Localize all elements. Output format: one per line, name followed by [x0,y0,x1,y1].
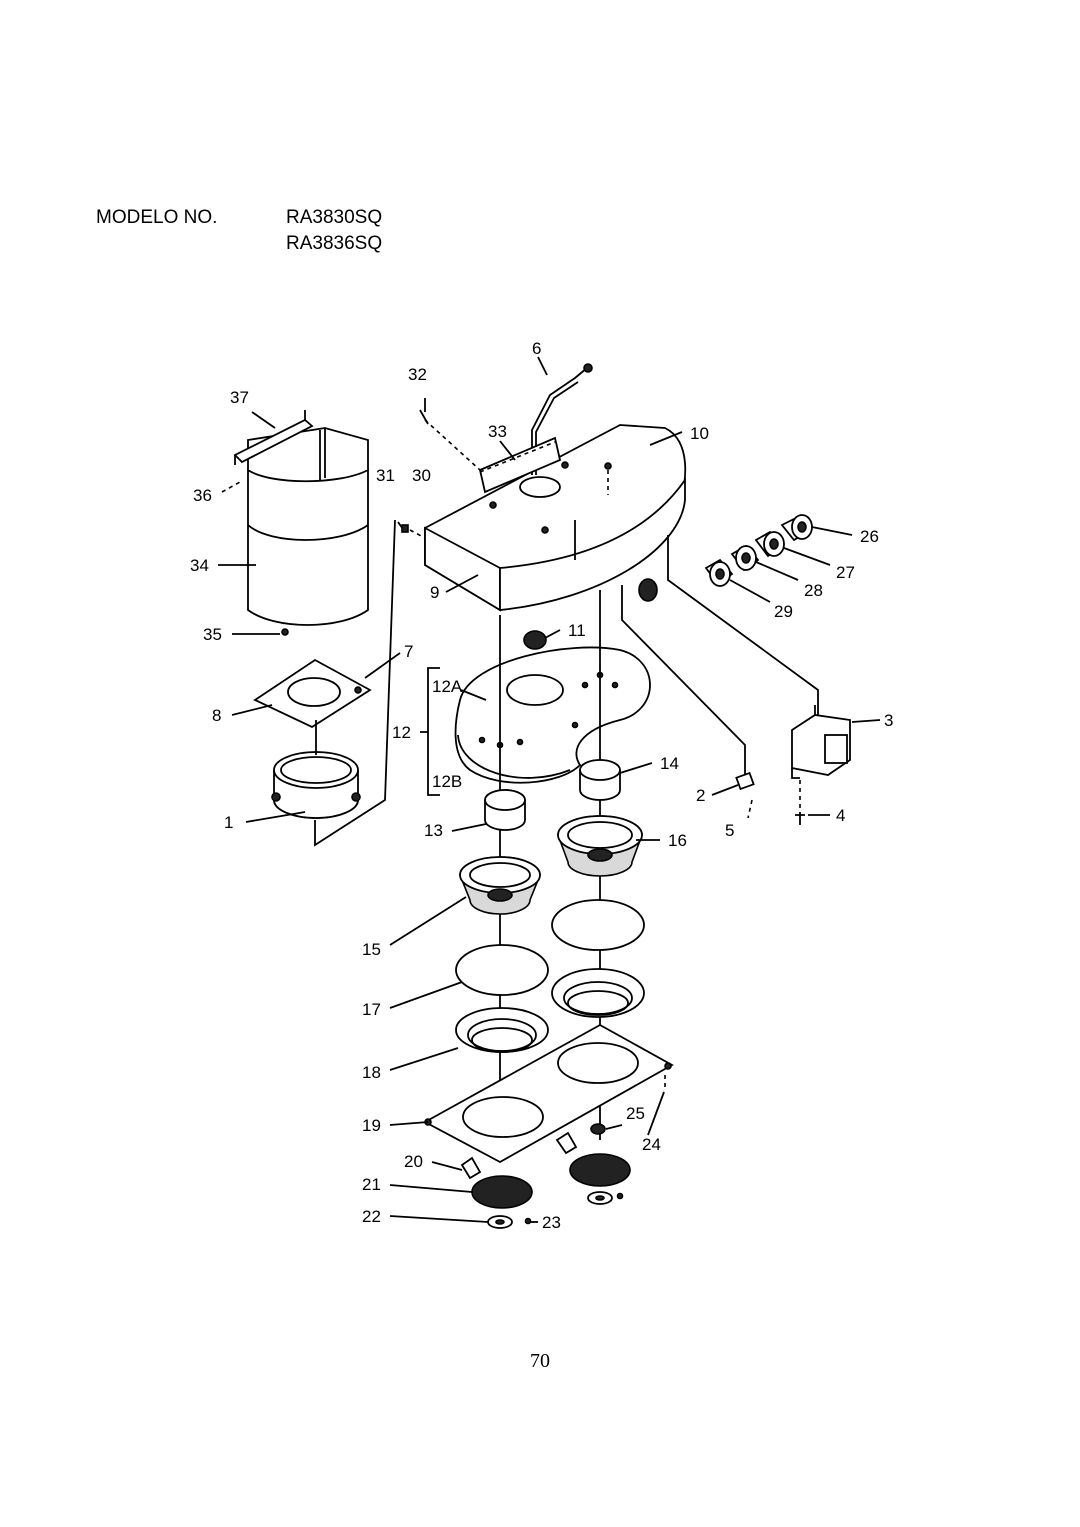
screw-23 [524,1217,532,1225]
ring-right [551,899,645,951]
label-15: 15 [362,940,381,959]
light-covers [704,514,813,587]
wire-to-3 [667,535,819,715]
label-26: 26 [860,527,879,546]
chimney-bracket [233,410,314,465]
label-7: 7 [404,642,413,661]
label-35: 35 [203,625,222,644]
chimney-cover [247,427,369,626]
wire-to-2 [621,585,746,775]
screw-36 [221,481,241,493]
label-20: 20 [404,1152,423,1171]
label-33: 33 [488,422,507,441]
label-30: 30 [412,466,431,485]
label-31: 31 [376,466,395,485]
light-socket-right [555,1131,578,1155]
blower-wheel-15 [459,856,541,915]
transformer [791,705,851,779]
blower-housing [454,646,651,784]
label-17: 17 [362,1000,381,1019]
label-22: 22 [362,1207,381,1226]
knob-22 [487,1215,513,1229]
label-8: 8 [212,706,221,725]
label-36: 36 [193,486,212,505]
label-12: 12 [392,723,411,742]
duct-collar [271,751,361,819]
label-10: 10 [690,424,709,443]
label-12a: 12A [432,677,463,696]
lamp-11 [523,630,547,650]
label-21: 21 [362,1175,381,1194]
screw-4 [795,780,805,825]
motor-14 [579,759,621,801]
bottom-plate [423,1023,674,1164]
venturi-18 [455,1007,549,1053]
venturi-right [551,968,645,1018]
label-23: 23 [542,1213,561,1232]
blower-wheel-16 [557,815,643,877]
label-5: 5 [725,821,734,840]
label-19: 19 [362,1116,381,1135]
screw-23-right [616,1192,624,1200]
screw-10 [604,462,612,495]
label-4: 4 [836,806,845,825]
label-29: 29 [774,602,793,621]
label-9: 9 [430,583,439,602]
knob-right [587,1191,613,1205]
ring-17 [455,944,549,996]
label-3: 3 [884,711,893,730]
label-12b: 12B [432,772,462,791]
model-number-1: RA3830SQ [286,207,383,228]
screw-35 [281,628,289,636]
screw-32 [419,409,429,425]
model-label: MODELO NO. [96,207,218,228]
label-25: 25 [626,1104,645,1123]
motor-13 [484,789,526,831]
label-6: 6 [532,339,541,358]
label-16: 16 [668,831,687,850]
mounting-plate [253,658,372,729]
leader-lines [218,356,881,1223]
control-board [478,436,562,494]
label-18: 18 [362,1063,381,1082]
label-1: 1 [224,813,233,832]
label-27: 27 [836,563,855,582]
screws-30-31 [397,521,426,539]
screw-32-path [424,419,481,471]
filter-right [569,1153,631,1187]
connector-2 [735,771,755,791]
label-2: 2 [696,786,705,805]
label-37: 37 [230,388,249,407]
filter-21 [471,1175,533,1209]
label-11: 11 [568,621,586,640]
label-14: 14 [660,754,679,773]
label-24: 24 [642,1135,661,1154]
page-number: 70 [530,1350,550,1372]
model-number-2: RA3836SQ [286,233,383,254]
screw-5 [747,799,753,819]
light-socket-20 [460,1156,482,1180]
lamp-holder [638,578,658,602]
label-13: 13 [424,821,443,840]
part-labels: 37 36 34 35 7 8 1 6 32 33 10 31 30 9 11 … [190,339,893,1232]
part-25 [590,1123,606,1135]
label-28: 28 [804,581,823,600]
label-32: 32 [408,365,427,384]
label-34: 34 [190,556,209,575]
